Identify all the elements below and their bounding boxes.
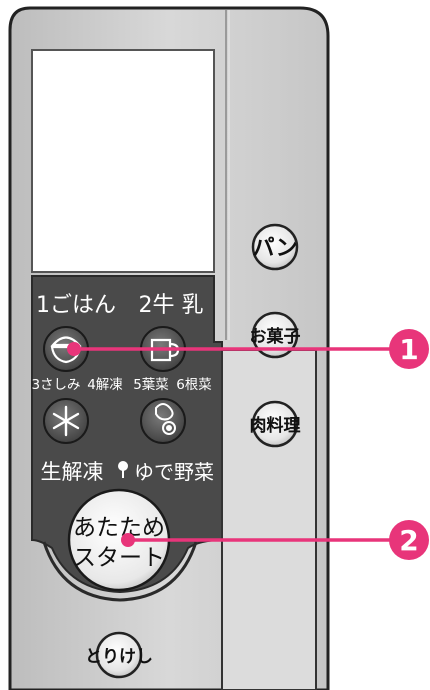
callout-2-dot (121, 533, 135, 547)
callout-2-number: 2 (399, 524, 418, 557)
callout-2-badge (389, 520, 429, 560)
callout-1-dot (67, 342, 81, 356)
kaitou-button[interactable] (43, 398, 89, 444)
niku-ryori-button[interactable]: 肉料理 (250, 400, 301, 448)
snowflake-icon (52, 405, 80, 437)
yasai-button[interactable] (140, 398, 186, 444)
start-button[interactable]: あたため スタート (67, 488, 171, 592)
niku-ryori-button-label: 肉料理 (250, 415, 301, 436)
start-button-line1: あたため (73, 515, 165, 541)
okashi-button[interactable]: お菓子 (250, 311, 301, 359)
indicator-led (118, 461, 128, 478)
torikeshi-button[interactable]: とりけし (85, 631, 153, 679)
callout-1: 1 (67, 329, 429, 369)
callout-1-badge (389, 329, 429, 369)
nama-kaitou-label: 生解凍 (41, 460, 104, 484)
callout-1-number: 1 (399, 333, 418, 366)
okashi-button-label: お菓子 (250, 327, 301, 347)
yousai-label: 5葉菜 (133, 377, 169, 393)
yudeyasai-label: ゆで野菜 (134, 460, 214, 484)
start-button-line2: スタート (73, 545, 165, 571)
milk-label: 2牛 乳 (139, 293, 204, 318)
start-bezel (42, 541, 198, 602)
display-window (31, 49, 215, 273)
torikeshi-button-label: とりけし (85, 647, 153, 667)
callout-2: 2 (121, 520, 429, 560)
vegetable-icon (155, 403, 176, 435)
pan-button[interactable]: パン (251, 223, 299, 271)
kaitou-label: 4解凍 (87, 377, 123, 393)
pan-button-label: パン (252, 236, 297, 261)
sashimi-label: 3さしみ (31, 377, 80, 393)
konsai-label: 6根菜 (176, 377, 212, 393)
side-window (221, 349, 317, 690)
rice-label: 1ごはん (36, 293, 116, 318)
